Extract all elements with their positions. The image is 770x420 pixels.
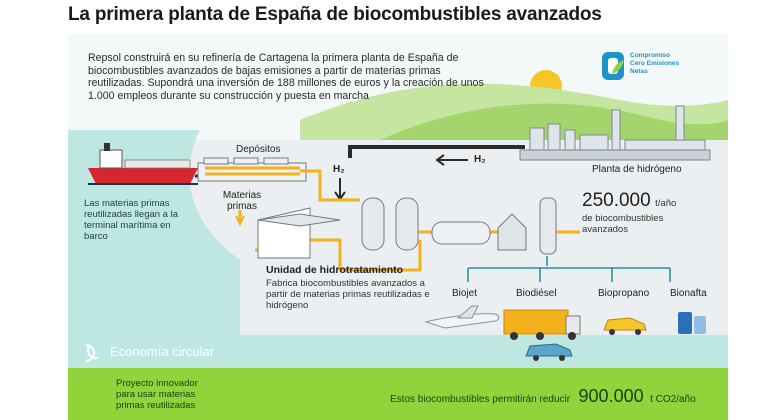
product-biodiesel: Biodiésel <box>516 288 557 299</box>
label-h2-right: H₂ <box>474 154 486 165</box>
product-biopropano: Biopropano <box>598 288 650 299</box>
hydrotreating-unit <box>257 197 557 259</box>
ship-caption: Las materias primas reutilizadas llegan … <box>84 198 179 242</box>
label-h2-left: H₂ <box>333 164 345 175</box>
product-biojet: Biojet <box>452 288 478 299</box>
product-branches <box>467 256 671 282</box>
intro-text: Repsol construirá en su refinería de Car… <box>88 52 484 102</box>
ship-icon <box>88 143 198 185</box>
reduction-statement: Estos biocombustibles permitirán reducir… <box>390 386 696 406</box>
project-caption: Proyecto innovador para usar materias pr… <box>116 378 198 411</box>
product-bionafta: Bionafta <box>670 288 707 299</box>
page-title: La primera planta de España de biocombus… <box>68 4 602 25</box>
unit-title: Unidad de hidrotratamiento <box>266 264 404 276</box>
bionafta-container-icon <box>678 312 706 334</box>
car-yellow-icon <box>603 317 647 335</box>
zero-emissions-leaf-icon <box>602 52 624 80</box>
economy-title: Economía circular <box>110 344 215 359</box>
unit-caption: Fabrica biocombustibles avanzados a part… <box>266 278 430 311</box>
hydrogen-plant <box>519 105 711 161</box>
label-depositos: Depósitos <box>236 144 281 155</box>
feed-arrow <box>235 215 245 227</box>
economy-band <box>68 335 728 368</box>
logo-text: Compromiso Cero Emisiones Netas <box>630 52 680 75</box>
reduction-band <box>68 368 728 420</box>
circular-economy-icon <box>85 344 99 362</box>
capacity-figure: 250.000 t/año <box>582 190 677 211</box>
capacity-caption: de biocombustibles avanzados <box>582 213 664 235</box>
hydrogen-pipe <box>348 145 525 158</box>
label-planta-hidrogeno: Planta de hidrógeno <box>592 164 682 175</box>
label-materias-primas: Materias primas <box>222 190 262 212</box>
truck-icon <box>503 309 581 340</box>
airplane-icon <box>424 305 500 329</box>
car-blue-icon <box>525 343 573 361</box>
